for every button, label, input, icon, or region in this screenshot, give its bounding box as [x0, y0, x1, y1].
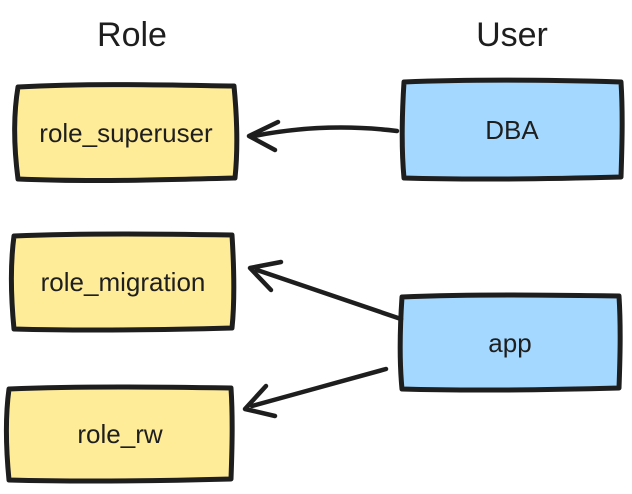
- arrow-shaft: [251, 125, 400, 139]
- role-rw-label: role_rw: [77, 419, 162, 449]
- dba-box: [399, 77, 625, 182]
- arrow-app-to-role-rw: [242, 366, 389, 419]
- app-box: [397, 292, 623, 393]
- node-app: app: [397, 292, 623, 393]
- column-heading-role: Role: [97, 16, 167, 54]
- arrow-app-to-role-migration: [247, 259, 404, 322]
- role-rw-box: [3, 384, 235, 484]
- node-dba: DBA: [399, 77, 625, 182]
- node-role-migration: role_migration: [8, 231, 237, 333]
- role-migration-box: [8, 231, 237, 333]
- arrowhead-down-left-icon: [242, 383, 278, 419]
- arrow-shaft: [249, 366, 389, 409]
- node-role-superuser: role_superuser: [12, 82, 240, 184]
- dba-label: DBA: [485, 115, 539, 145]
- node-role-rw: role_rw: [3, 384, 235, 484]
- arrow-shaft: [254, 267, 404, 322]
- arrowhead-up-left-icon: [247, 259, 284, 293]
- role-superuser-label: role_superuser: [39, 118, 213, 148]
- arrowhead-left-icon: [246, 119, 281, 153]
- role-migration-label: role_migration: [41, 267, 206, 297]
- arrow-dba-to-role-superuser: [246, 119, 400, 153]
- column-heading-user: User: [476, 16, 548, 54]
- role-superuser-box: [12, 82, 240, 184]
- app-label: app: [488, 328, 531, 358]
